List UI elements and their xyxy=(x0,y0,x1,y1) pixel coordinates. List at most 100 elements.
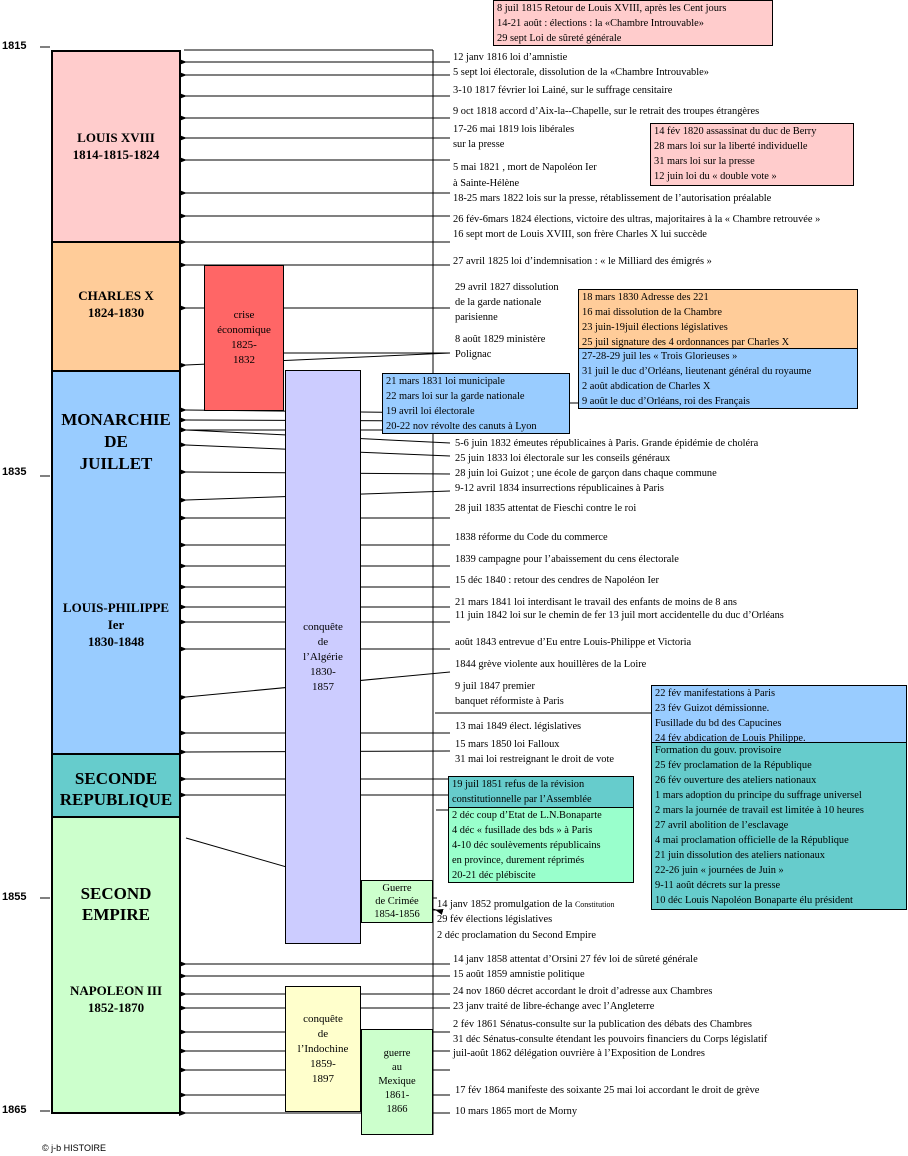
copyright: © j-b HISTOIRE xyxy=(42,1143,106,1153)
box-1848-republique: Formation du gouv. provisoire 25 fév pro… xyxy=(651,742,907,910)
period-second-empire: SECOND EMPIRE NAPOLEON III 1852-1870 xyxy=(51,816,181,1114)
year-1855: 1855 xyxy=(2,891,27,903)
box-1848b-line: 4 mai proclamation officielle de la Répu… xyxy=(655,835,849,846)
period-monarchie-title-2: DE xyxy=(104,432,128,451)
box-1848a-line: 22 fév manifestations à Paris xyxy=(655,688,776,699)
bar-indochine-l3: l’Indochine xyxy=(297,1042,349,1055)
box-1851a-line: 19 juil 1851 refus de la révision xyxy=(452,779,585,790)
bar-algerie-l3: l’Algérie xyxy=(303,650,343,663)
bar-crise-economique: crise économique 1825- 1832 xyxy=(204,265,284,411)
period-second-empire-title-1: SECOND xyxy=(80,884,152,903)
event-text: 31 mai loi restreignant le droit de vote xyxy=(455,754,614,765)
event-text: 15 déc 1840 : retour des cendres de Napo… xyxy=(455,575,659,586)
period-monarchie-title-3: JUILLET xyxy=(79,454,153,473)
box-1848b-line: 1 mars adoption du principe du suffrage … xyxy=(655,790,862,801)
event-text: 14 janv 1858 attentat d’Orsini 27 fév lo… xyxy=(453,954,698,965)
box-1848b-line: 26 fév ouverture des ateliers nationaux xyxy=(655,775,817,786)
event-text: parisienne xyxy=(455,312,498,323)
event-text: juil-août 1862 délégation ouvrière à l’E… xyxy=(453,1048,705,1059)
bar-indochine-l2: de xyxy=(317,1027,329,1040)
event-text: banquet réformiste à Paris xyxy=(455,696,564,707)
event-text: 23 janv traité de libre-échange avec l’A… xyxy=(453,1001,655,1012)
box-1815: 8 juil 1815 Retour de Louis XVIII, après… xyxy=(493,0,773,46)
box-1851b-line: 4-10 déc soulèvements républicains xyxy=(452,840,601,851)
box-1848b-line: 25 fév proclamation de la République xyxy=(655,760,812,771)
event-text: 26 fév-6mars 1824 élections, victoire de… xyxy=(453,214,821,225)
period-monarchie-de-juillet: MONARCHIE DE JUILLET LOUIS-PHILIPPE Ier … xyxy=(51,370,181,755)
year-1865: 1865 xyxy=(2,1104,27,1116)
year-1835: 1835 xyxy=(2,466,27,478)
event-text: 5-6 juin 1832 émeutes républicaines à Pa… xyxy=(455,438,759,449)
event-text: 28 juin loi Guizot ; une école de garçon… xyxy=(455,468,717,479)
event-text: 10 mars 1865 mort de Morny xyxy=(455,1106,578,1117)
box-1848b-line: 27 avril abolition de l’esclavage xyxy=(655,820,789,831)
box-1830-charles-x: 18 mars 1830 Adresse des 221 16 mai diss… xyxy=(578,289,858,349)
year-1815: 1815 xyxy=(2,40,27,52)
event-text: 15 août 1859 amnistie politique xyxy=(453,969,585,980)
bar-algerie-l2: de xyxy=(317,635,329,648)
bar-crimee-l2: de Crimée xyxy=(375,896,419,907)
event-text: 8 août 1829 ministère xyxy=(455,334,546,345)
bar-mexique-l1: guerre xyxy=(383,1048,411,1059)
bar-guerre-mexique: guerre au Mexique 1861- 1866 xyxy=(361,1029,433,1135)
period-louis-xviii: LOUIS XVIII 1814-1815-1824 xyxy=(51,50,181,243)
bar-algerie-l4: 1830- xyxy=(310,665,336,678)
event-text: 1844 grève violente aux houillères de la… xyxy=(455,659,647,670)
event-text: 5 mai 1821 , mort de Napoléon Ier xyxy=(453,162,597,173)
event-text: 9 juil 1847 premier xyxy=(455,681,535,692)
event-text-1852: 14 janv 1852 promulgation de la Constitu… xyxy=(437,898,615,912)
event-text: 13 mai 1849 élect. législatives xyxy=(455,721,582,732)
bar-mexique-l4: 1861- xyxy=(384,1090,410,1101)
event-text: 25 juin 1833 loi électorale sur les cons… xyxy=(455,453,671,464)
bar-indochine-l1: conquête xyxy=(303,1012,343,1025)
event-text: 17-26 mai 1819 lois libérales xyxy=(453,124,575,135)
bar-indochine-l5: 1897 xyxy=(311,1072,334,1085)
bar-crise-l1: crise xyxy=(233,309,255,321)
period-seconde-rep-title-2: REPUBLIQUE xyxy=(59,790,173,809)
event-text: 1839 campagne pour l’abaissement du cens… xyxy=(455,554,679,565)
period-louis-xviii-dates: 1814-1815-1824 xyxy=(72,147,160,162)
box-1831: 21 mars 1831 loi municipale 22 mars loi … xyxy=(382,373,570,434)
box-1848b-line: 9-11 août décrets sur la presse xyxy=(655,880,781,891)
event-text: de la garde nationale xyxy=(455,297,542,308)
event-text: 29 fév élections législatives xyxy=(437,914,553,925)
box-1851a-line: constitutionnelle par l’Assemblée xyxy=(452,794,592,805)
event-text: 21 mars 1841 loi interdisant le travail … xyxy=(455,597,737,608)
bar-crimee-l1: Guerre xyxy=(382,883,412,894)
period-monarchie-king-2: Ier xyxy=(107,617,125,632)
period-monarchie-king: LOUIS-PHILIPPE xyxy=(62,600,170,615)
box-1815-line: 8 juil 1815 Retour de Louis XVIII, après… xyxy=(497,3,727,14)
event-text: 2 fév 1861 Sénatus-consulte sur la publi… xyxy=(453,1019,752,1030)
event-text: 18-25 mars 1822 lois sur la presse, réta… xyxy=(453,193,772,204)
box-1830b-line: 9 août le duc d’Orléans, roi des Françai… xyxy=(582,396,750,407)
box-1848-fevrier: 22 fév manifestations à Paris 23 fév Gui… xyxy=(651,685,907,744)
box-1831-line: 19 avril loi électorale xyxy=(386,406,475,417)
box-1815-line: 14-21 août : élections : la «Chambre Int… xyxy=(497,18,704,29)
box-1851-revision: 19 juil 1851 refus de la révision consti… xyxy=(448,776,634,808)
event-text: 3-10 1817 février loi Lainé, sur le suff… xyxy=(453,85,673,96)
box-1820-line: 12 juin loi du « double vote » xyxy=(654,171,777,182)
period-charles-x-name: CHARLES X xyxy=(78,288,154,303)
period-charles-x: CHARLES X 1824-1830 xyxy=(51,241,181,372)
event-text: 2 déc proclamation du Second Empire xyxy=(437,930,596,941)
box-1820-line: 31 mars loi sur la presse xyxy=(654,156,755,167)
box-1848a-line: 24 fév abdication de Louis Philippe. xyxy=(655,733,806,744)
period-seconde-republique: SECONDE REPUBLIQUE xyxy=(51,753,181,818)
period-monarchie-dates: 1830-1848 xyxy=(87,634,145,649)
box-1848b-line: 21 juin dissolution des ateliers nationa… xyxy=(655,850,825,861)
event-text: sur la presse xyxy=(453,139,505,150)
event-text: 1838 réforme du Code du commerce xyxy=(455,532,608,543)
event-text-small: Constitution xyxy=(574,900,615,909)
period-second-empire-title-2: EMPIRE xyxy=(82,905,150,924)
box-1851b-line: 4 déc « fusillade des bds » à Paris xyxy=(452,825,593,836)
box-1830b-line: 31 juil le duc d’Orléans, lieutenant gén… xyxy=(582,366,812,377)
bar-crimee-l3: 1854-1856 xyxy=(374,909,420,920)
event-text: à Sainte-Hélène xyxy=(453,178,520,189)
bar-crise-l2: économique xyxy=(217,324,271,336)
event-text: 5 sept loi électorale, dissolution de la… xyxy=(453,67,709,78)
bar-conquete-indochine: conquête de l’Indochine 1859- 1897 xyxy=(285,986,361,1112)
event-text: 9-12 avril 1834 insurrections républicai… xyxy=(455,483,664,494)
box-1848b-line: Formation du gouv. provisoire xyxy=(655,745,782,756)
bar-algerie-l5: 1857 xyxy=(311,680,334,693)
